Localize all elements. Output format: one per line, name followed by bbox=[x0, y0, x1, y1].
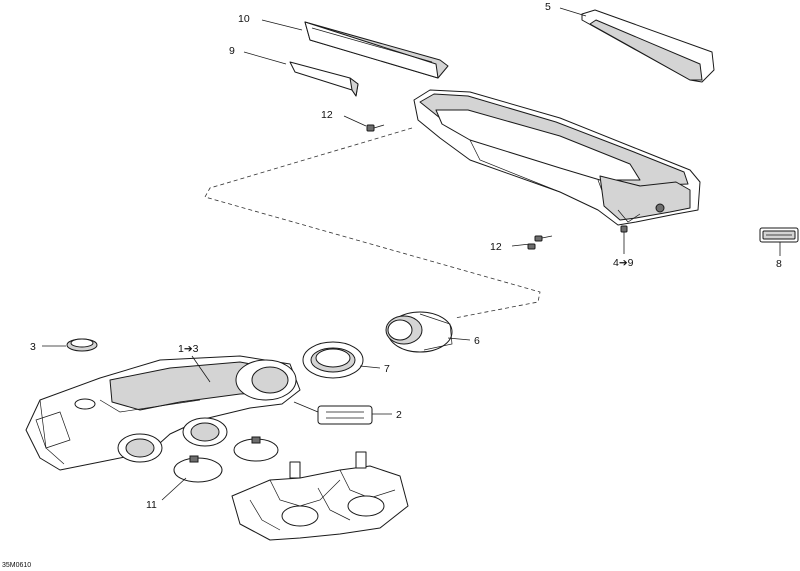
part-4-fastener bbox=[620, 225, 628, 233]
callout-9-range: 9 bbox=[628, 257, 634, 269]
callout-3-range: 3 bbox=[193, 343, 199, 355]
callout-1: 1 bbox=[178, 343, 184, 355]
part-9-pad bbox=[289, 61, 359, 97]
callout-4-to-9: 4➔9 bbox=[613, 257, 634, 269]
leader-lines bbox=[42, 7, 781, 501]
part-1-airbox bbox=[25, 355, 301, 471]
callout-12-lower: 12 bbox=[490, 241, 502, 253]
part-10-pad bbox=[304, 21, 449, 79]
part-3-cap bbox=[66, 338, 98, 352]
callout-3: 3 bbox=[30, 341, 36, 353]
dashed-routing-line bbox=[204, 127, 541, 319]
part-8-decal bbox=[759, 227, 799, 243]
callout-9: 9 bbox=[229, 45, 235, 57]
callout-8: 8 bbox=[776, 258, 782, 270]
callout-12-upper: 12 bbox=[321, 109, 333, 121]
callout-5: 5 bbox=[545, 1, 551, 13]
part-5-pad bbox=[581, 9, 715, 83]
part-2-decal bbox=[317, 405, 373, 425]
callout-7: 7 bbox=[384, 363, 390, 375]
part-12-nuts-lower bbox=[527, 235, 553, 250]
arrow-icon: ➔ bbox=[184, 343, 193, 355]
carburetor-assembly bbox=[231, 451, 409, 541]
arrow-icon: ➔ bbox=[619, 257, 628, 269]
callout-11: 11 bbox=[146, 499, 157, 511]
callout-10: 10 bbox=[238, 13, 250, 25]
main-housing bbox=[413, 89, 701, 226]
part-7-ring bbox=[302, 341, 364, 379]
part-6-pump bbox=[385, 311, 453, 353]
callout-1-to-3: 1➔3 bbox=[178, 343, 199, 355]
part-12-nut-upper bbox=[366, 124, 385, 132]
callout-2: 2 bbox=[396, 409, 402, 421]
reference-code: 35M0610 bbox=[2, 562, 31, 569]
part-11-clamps bbox=[173, 436, 279, 483]
callout-6: 6 bbox=[474, 335, 480, 347]
callout-4: 4 bbox=[613, 257, 619, 269]
